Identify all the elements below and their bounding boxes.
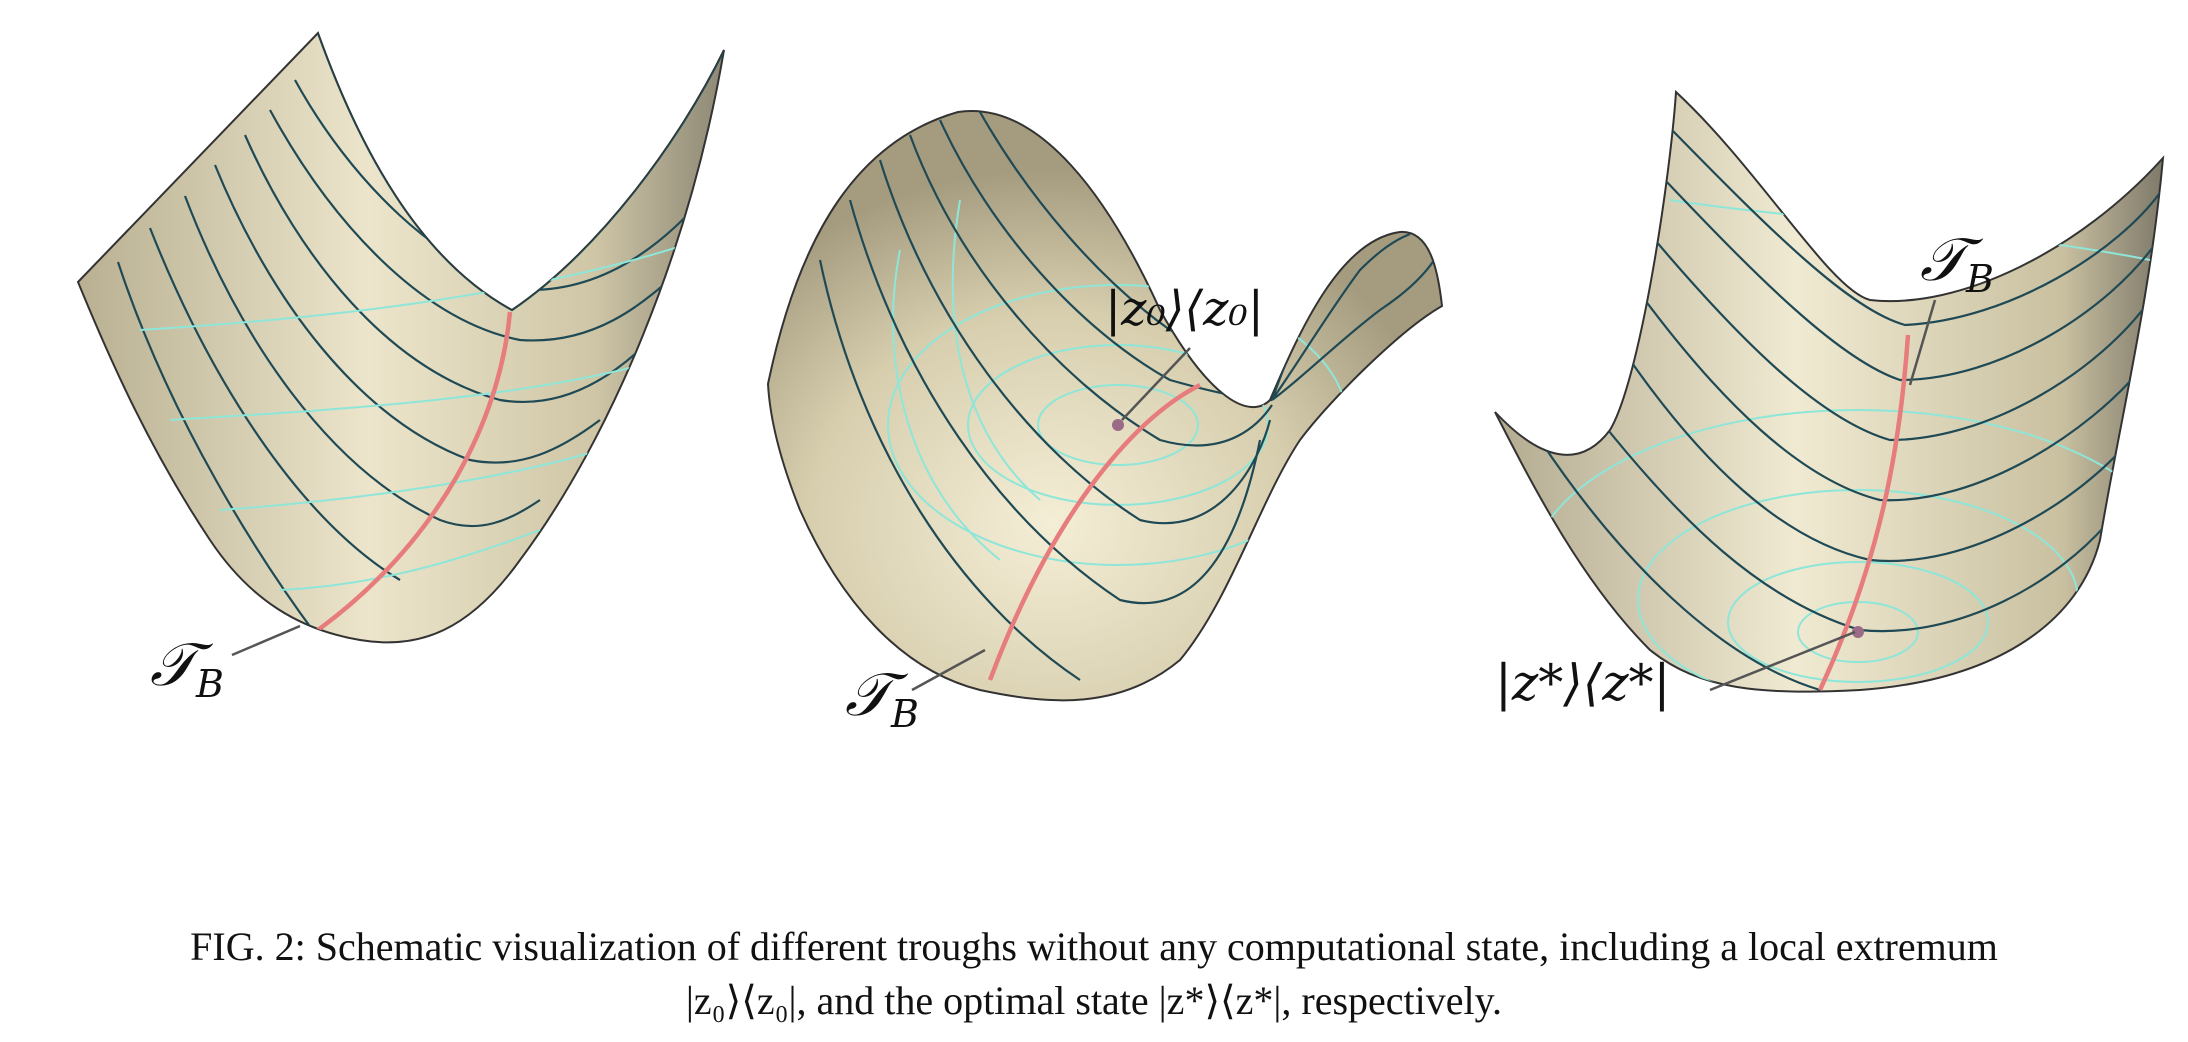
trough-path-left: [316, 311, 513, 632]
point-label-right: |z*⟩⟨z*|: [1495, 654, 1670, 712]
surface-right: [1494, 89, 2165, 693]
panel-right: |z*⟩⟨z*| 𝒯B: [1494, 89, 2165, 712]
trough-label-left: 𝒯B: [150, 630, 224, 706]
trough-path-middle: [987, 382, 1202, 681]
point-leader-middle: [1121, 347, 1191, 421]
point-leader-right: [1709, 630, 1856, 692]
point-marker-middle: [1112, 419, 1124, 431]
surface-middle: [766, 110, 1444, 702]
contour-lines-left: [139, 239, 701, 591]
trough-label-right: 𝒯B: [1920, 225, 1994, 301]
point-label-middle: |z₀⟩⟨z₀|: [1105, 281, 1264, 337]
trough-label-middle: 𝒯B: [845, 660, 919, 736]
panel-middle: |z₀⟩⟨z₀| 𝒯B: [766, 110, 1444, 736]
trough-leader-right: [1908, 299, 1937, 386]
caption-line-1: FIG. 2: Schematic visualization of diffe…: [190, 924, 1998, 969]
trough-leader-middle: [911, 648, 986, 692]
trough-leader-left: [231, 624, 301, 657]
panel-left: 𝒯B: [76, 31, 725, 706]
caption-line-2: |z₀⟩⟨z₀|, and the optimal state |z*⟩⟨z*|…: [685, 978, 1503, 1023]
trough-path-right: [1817, 334, 1911, 691]
point-marker-right: [1852, 626, 1864, 638]
surface-left: [76, 31, 725, 644]
figure-caption: FIG. 2: Schematic visualization of diffe…: [20, 920, 2168, 1028]
